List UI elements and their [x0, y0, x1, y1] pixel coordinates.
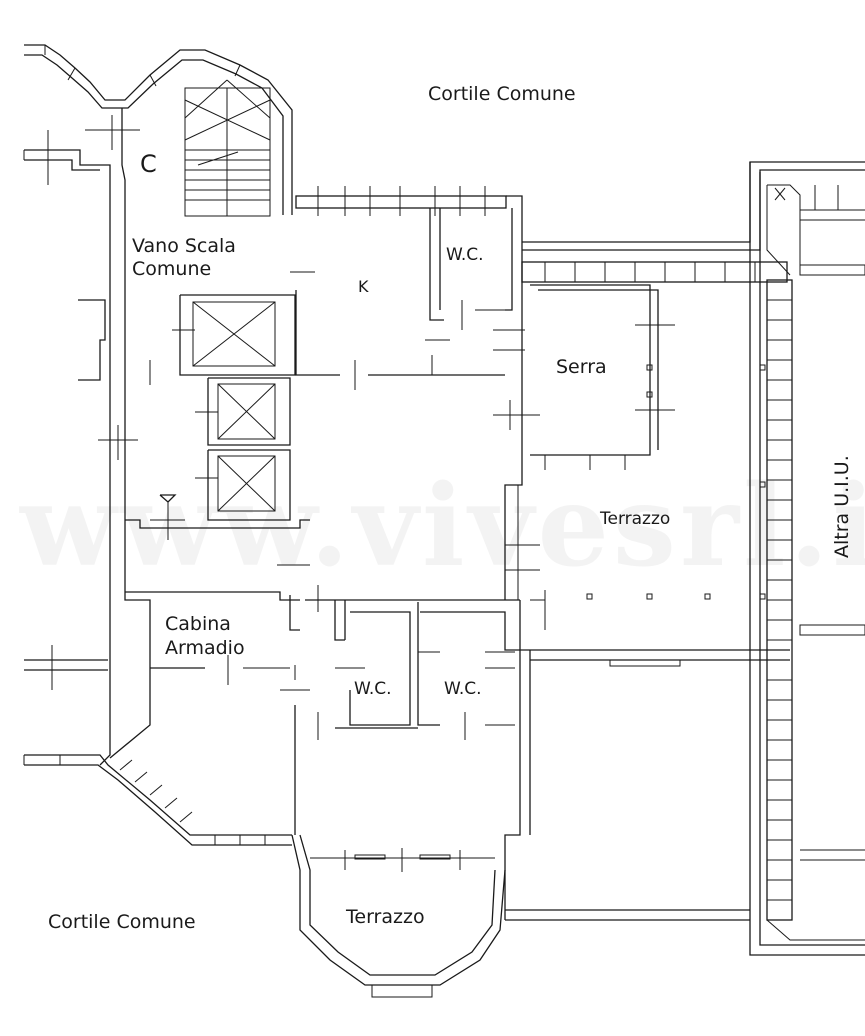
- watermark: www.vivesrl.it: [19, 461, 865, 592]
- lift-shafts: [149, 294, 296, 540]
- label-terrazzo-bottom: Terrazzo: [345, 906, 425, 928]
- label-armadio: Armadio: [165, 637, 245, 659]
- label-serra: Serra: [556, 356, 607, 378]
- interior-walls: [125, 519, 531, 920]
- kitchen-walls: [290, 186, 540, 600]
- label-wc-left: W.C.: [354, 679, 392, 699]
- label-c: C: [140, 150, 157, 178]
- label-wc-top: W.C.: [446, 245, 484, 265]
- label-terrazzo-main: Terrazzo: [599, 509, 670, 529]
- label-vano-scala: Vano Scala: [132, 235, 236, 257]
- label-wc-right: W.C.: [444, 679, 482, 699]
- label-cabina: Cabina: [165, 613, 231, 635]
- label-cortile-bottom: Cortile Comune: [48, 911, 196, 933]
- label-cortile-top: Cortile Comune: [428, 83, 576, 105]
- exterior-walls: [23, 44, 293, 846]
- bay-terrace: [291, 834, 506, 998]
- label-altra-uiu: Altra U.I.U.: [831, 455, 853, 558]
- label-comune: Comune: [132, 258, 211, 280]
- staircase: [184, 79, 271, 217]
- label-k: K: [358, 277, 369, 296]
- neighbour-unit-walls: [749, 162, 865, 956]
- room-labels: Cortile Comune C Vano Scala Comune K W.C…: [48, 83, 853, 933]
